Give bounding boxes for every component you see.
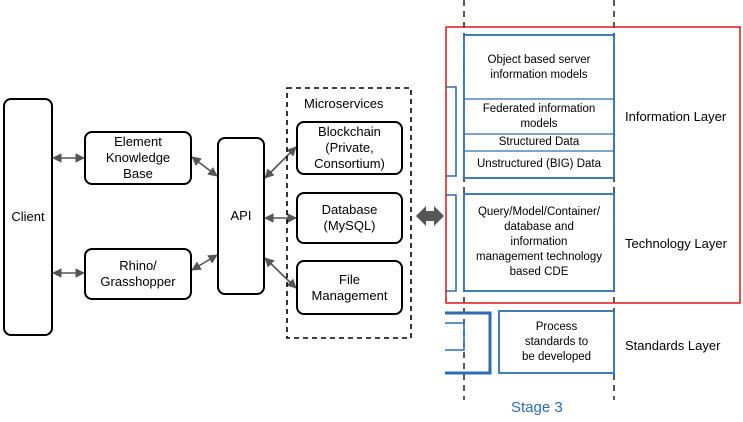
standards-stage-bracket-inner — [445, 322, 465, 351]
element-knowledge-base-box: Element Knowledge Base — [84, 131, 192, 185]
info-cell-structured: Structured Data — [498, 136, 580, 148]
microservices-frame — [286, 87, 412, 339]
information-layer-label: Information Layer — [625, 109, 727, 124]
info-cell-unstructured: Unstructured (BIG) Data — [477, 158, 601, 170]
info-cell-federated: Federated information models — [482, 102, 596, 130]
database-label: Database (MySQL) — [321, 202, 378, 233]
technology-column — [463, 193, 615, 292]
file-management-label: File Management — [311, 271, 388, 303]
arrow-element-kb-api — [191, 156, 218, 177]
blockchain-label: Blockchain (Private, Consortium) — [314, 124, 385, 171]
standards-layer-label: Standards Layer — [625, 338, 721, 353]
rhino-grasshopper-box: Rhino/ Grasshopper — [84, 248, 192, 300]
double-block-arrow — [416, 206, 444, 226]
file-management-box: File Management — [296, 260, 403, 315]
arrow-rhino-api — [191, 254, 218, 271]
standards-column — [498, 310, 615, 374]
info-tech-layer-frame — [445, 26, 741, 304]
rhino-grasshopper-label: Rhino/ Grasshopper — [100, 258, 176, 289]
api-box: API — [217, 137, 265, 295]
technology-layer-label: Technology Layer — [625, 236, 727, 251]
database-box: Database (MySQL) — [296, 192, 403, 244]
blockchain-box: Blockchain (Private, Consortium) — [296, 121, 403, 175]
arrow-api-blockchain — [264, 146, 297, 179]
tech-stage-bracket — [445, 194, 457, 292]
api-label: API — [230, 208, 252, 223]
info-cell-object-models: Object based server information models — [487, 53, 591, 81]
client-label: Client — [11, 209, 45, 224]
info-stage-bracket — [445, 86, 457, 177]
standards-cell: Process standards to be developed — [521, 320, 592, 363]
arrow-api-file-management — [264, 257, 297, 289]
client-box: Client — [3, 98, 53, 336]
standards-stage-bracket-outer — [445, 311, 492, 375]
element-knowledge-base-label: Element Knowledge Base — [105, 134, 171, 181]
technology-cell: Query/Model/Container/ database and info… — [476, 206, 602, 278]
info-column — [463, 34, 615, 179]
stage-caption: Stage 3 — [511, 399, 563, 416]
microservices-title: Microservices — [304, 96, 384, 111]
